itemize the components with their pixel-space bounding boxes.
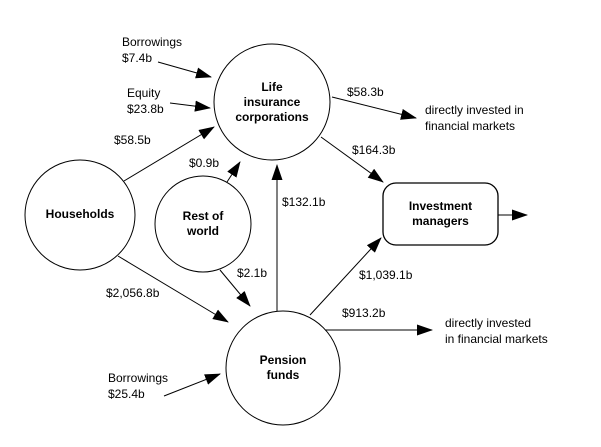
households-to-pension-amount: $2,056.8b [106, 286, 160, 300]
equity-to-life-arrow [169, 100, 211, 112]
households-to-life-amount: $58.5b [114, 133, 151, 147]
life-insurance-node [213, 43, 331, 161]
borrowings-life-label: Borrowings $7.4b [122, 35, 183, 65]
life-to-markets-arrow [331, 96, 417, 120]
equity-life-label: Equity $23.8b [127, 86, 164, 116]
investment-managers-node [382, 182, 499, 246]
pension-to-markets-amount: $913.2b [342, 306, 386, 320]
pension-funds-label: Pension funds [259, 353, 307, 382]
rest-of-world-node [154, 175, 252, 273]
rest-of-world-to-pension-arrow [219, 269, 251, 307]
households-to-pension-arrow [117, 255, 229, 323]
pension-funds-node [225, 310, 341, 426]
markets-annotation-bottom: directly invested in financial markets [445, 316, 548, 346]
households-label: Households [45, 207, 115, 221]
borrowings-to-life-arrow [157, 61, 212, 79]
rest-of-world-to-life-arrow [226, 161, 241, 183]
life-to-markets-amount: $58.3b [347, 85, 384, 99]
borrowings-to-pension-arrow [163, 373, 221, 397]
pension-to-investment-managers-amount: $1,039.1b [359, 268, 413, 282]
markets-annotation-top: directly invested in financial markets [425, 103, 524, 133]
life-insurance-label: Life insurance corporations [235, 80, 309, 124]
households-node [24, 159, 136, 271]
life-to-investment-managers-arrow [320, 136, 384, 183]
rest-of-world-to-pension-amount: $2.1b [237, 266, 268, 280]
life-to-investment-managers-amount: $164.3b [352, 143, 396, 157]
households-to-life-arrow [123, 126, 215, 182]
borrowings-pension-label: Borrowings $25.4b [108, 371, 169, 401]
pension-to-investment-managers-arrow [309, 237, 382, 316]
rest-of-world-to-life-amount: $0.9b [189, 156, 220, 170]
pension-to-life-amount: $132.1b [282, 195, 326, 209]
rest-of-world-label: Rest of world [182, 209, 224, 238]
investment-managers-label: Investment managers [408, 199, 473, 228]
